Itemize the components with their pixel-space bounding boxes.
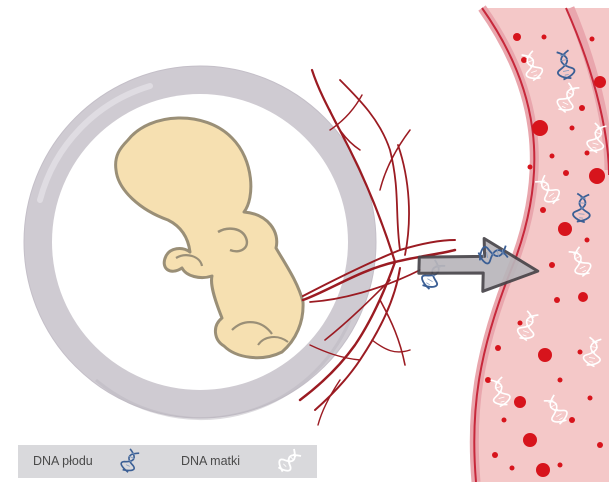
legend-fetal-dna-label: DNA płodu	[33, 454, 93, 468]
dna-helix-outline-icon	[274, 447, 300, 473]
dna-helix-icon	[117, 448, 143, 474]
legend-maternal-dna-label: DNA matki	[181, 454, 240, 468]
legend: DNA płodu DNA matki	[18, 445, 317, 478]
